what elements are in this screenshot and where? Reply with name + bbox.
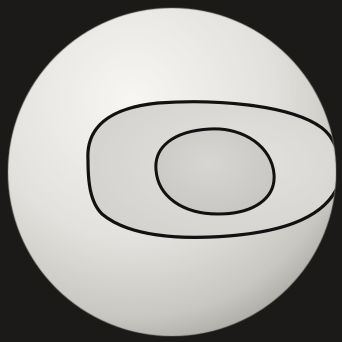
inner-contour-loop [156, 129, 274, 214]
